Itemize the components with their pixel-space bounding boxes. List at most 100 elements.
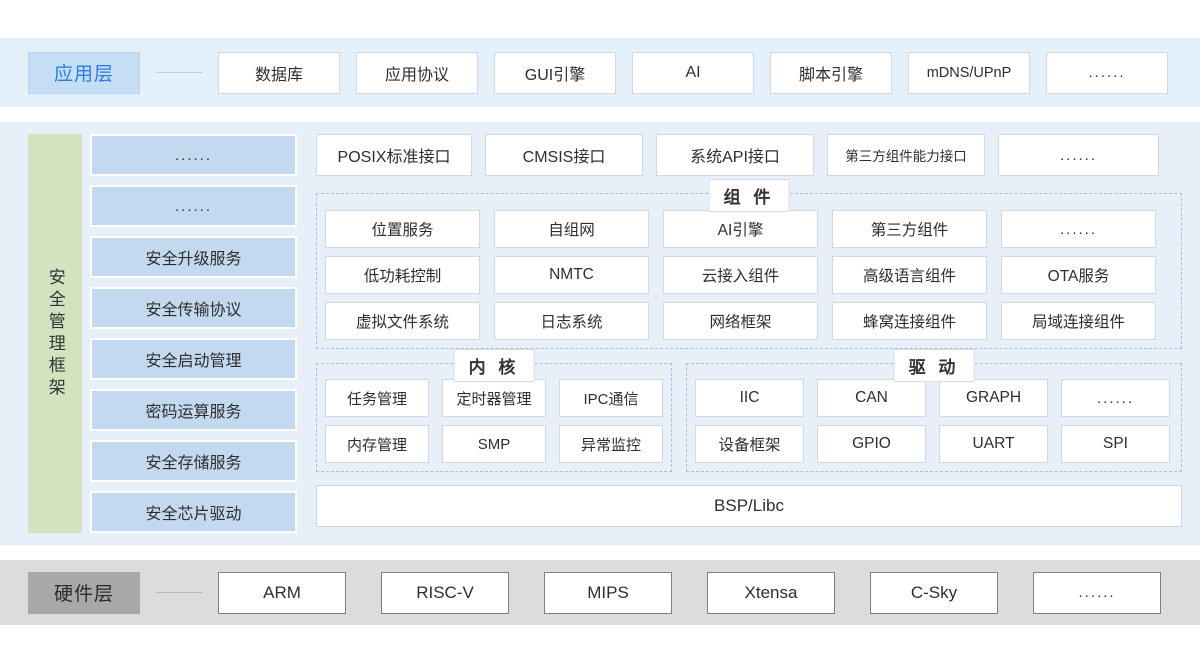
component-log-system[interactable]: 日志系统 <box>494 302 649 340</box>
components-row: 低功耗控制 NMTC 云接入组件 高级语言组件 OTA服务 <box>325 256 1173 294</box>
driver-can[interactable]: CAN <box>817 379 926 417</box>
app-item-app-protocol[interactable]: 应用协议 <box>356 51 478 94</box>
hardware-item-more[interactable]: ...... <box>1033 571 1161 614</box>
driver-label: SPI <box>1103 435 1128 452</box>
hardware-item-mips[interactable]: MIPS <box>544 571 672 614</box>
component-label: 低功耗控制 <box>363 268 442 285</box>
component-label: 自组网 <box>548 222 595 239</box>
security-item-more-2[interactable]: ...... <box>90 185 297 227</box>
component-lan-connection[interactable]: 局域连接组件 <box>1001 302 1156 340</box>
hardware-item-label: RISC-V <box>416 582 474 602</box>
security-item-label: 安全升级服务 <box>145 251 242 268</box>
kernel-label: 任务管理 <box>346 390 407 408</box>
driver-graph[interactable]: GRAPH <box>939 379 1048 417</box>
os-layer-band: 安全管理框架 ...... ...... 安全升级服务 安全传输协议 安全启动管… <box>0 122 1200 545</box>
hardware-item-csky[interactable]: C-Sky <box>870 571 998 614</box>
security-item-label: 安全芯片驱动 <box>145 506 242 523</box>
security-item-upgrade-service[interactable]: 安全升级服务 <box>90 236 297 278</box>
driver-uart[interactable]: UART <box>939 425 1048 463</box>
kernel-task-management[interactable]: 任务管理 <box>325 379 429 417</box>
hardware-item-label: ...... <box>1078 584 1116 601</box>
kernel-timer-management[interactable]: 定时器管理 <box>442 379 546 417</box>
driver-row: 设备框架 GPIO UART SPI <box>695 425 1173 463</box>
hardware-layer-items: ARM RISC-V MIPS Xtensa C-Sky ...... <box>218 571 1161 614</box>
connector-line-app <box>156 72 202 73</box>
hardware-layer-label: 硬件层 <box>53 584 114 605</box>
component-label: OTA服务 <box>1047 268 1110 285</box>
driver-label: ...... <box>1096 389 1134 407</box>
app-item-mdns-upnp[interactable]: mDNS/UPnP <box>908 51 1030 94</box>
hardware-item-label: C-Sky <box>910 582 958 602</box>
app-item-script-engine[interactable]: 脚本引擎 <box>770 51 892 94</box>
security-item-storage-service[interactable]: 安全存储服务 <box>90 440 297 482</box>
bsp-libc-bar[interactable]: BSP/Libc <box>316 485 1182 527</box>
component-network-framework[interactable]: 网络框架 <box>663 302 818 340</box>
component-ota-service[interactable]: OTA服务 <box>1001 256 1156 294</box>
component-location-service[interactable]: 位置服务 <box>325 210 480 248</box>
application-layer-items: 数据库 应用协议 GUI引擎 AI 脚本引擎 mDNS/UPnP ...... <box>218 51 1168 94</box>
component-cellular-connection[interactable]: 蜂窝连接组件 <box>832 302 987 340</box>
kernel-label: 定时器管理 <box>456 390 532 408</box>
driver-group-title: 驱 动 <box>893 349 975 382</box>
api-item-system-api[interactable]: 系统API接口 <box>656 134 814 176</box>
api-item-cmsis[interactable]: CMSIS接口 <box>485 134 643 176</box>
hardware-item-xtensa[interactable]: Xtensa <box>707 571 835 614</box>
driver-spi[interactable]: SPI <box>1061 425 1170 463</box>
kernel-exception-monitor[interactable]: 异常监控 <box>559 425 663 463</box>
kernel-label: 异常监控 <box>580 436 641 454</box>
api-item-third-party-capability[interactable]: 第三方组件能力接口 <box>827 134 985 176</box>
app-item-database[interactable]: 数据库 <box>218 51 340 94</box>
driver-row: IIC CAN GRAPH ...... <box>695 379 1173 417</box>
component-nmtc[interactable]: NMTC <box>494 256 649 294</box>
hardware-item-riscv[interactable]: RISC-V <box>381 571 509 614</box>
kernel-label: IPC通信 <box>583 390 639 408</box>
application-layer-label: 应用层 <box>53 64 114 85</box>
component-virtual-file-system[interactable]: 虚拟文件系统 <box>325 302 480 340</box>
security-item-boot-management[interactable]: 安全启动管理 <box>90 338 297 380</box>
security-item-crypto-service[interactable]: 密码运算服务 <box>90 389 297 431</box>
component-more[interactable]: ...... <box>1001 210 1156 248</box>
driver-device-framework[interactable]: 设备框架 <box>695 425 804 463</box>
driver-iic[interactable]: IIC <box>695 379 804 417</box>
component-label: ...... <box>1059 220 1097 238</box>
components-row: 虚拟文件系统 日志系统 网络框架 蜂窝连接组件 局域连接组件 <box>325 302 1173 340</box>
app-item-label: 应用协议 <box>384 66 449 84</box>
api-item-label: ...... <box>1059 146 1097 164</box>
api-item-label: POSIX标准接口 <box>337 149 451 166</box>
component-third-party[interactable]: 第三方组件 <box>832 210 987 248</box>
component-label: 云接入组件 <box>701 268 780 285</box>
driver-more[interactable]: ...... <box>1061 379 1170 417</box>
api-item-more[interactable]: ...... <box>998 134 1159 176</box>
kernel-ipc-communication[interactable]: IPC通信 <box>559 379 663 417</box>
component-cloud-access[interactable]: 云接入组件 <box>663 256 818 294</box>
component-ai-engine[interactable]: AI引擎 <box>663 210 818 248</box>
api-item-posix[interactable]: POSIX标准接口 <box>316 134 472 176</box>
app-item-gui-engine[interactable]: GUI引擎 <box>494 51 616 94</box>
security-item-transport-protocol[interactable]: 安全传输协议 <box>90 287 297 329</box>
security-management-framework-label: 安全管理框架 <box>45 267 65 400</box>
security-services-column: ...... ...... 安全升级服务 安全传输协议 安全启动管理 密码运算服… <box>90 134 297 533</box>
hardware-layer-tab: 硬件层 <box>28 571 140 614</box>
kernel-memory-management[interactable]: 内存管理 <box>325 425 429 463</box>
component-mesh-network[interactable]: 自组网 <box>494 210 649 248</box>
security-item-label: ...... <box>174 146 212 164</box>
security-item-more-1[interactable]: ...... <box>90 134 297 176</box>
driver-group: 驱 动 IIC CAN GRAPH ...... 设备框架 GPIO UART <box>686 349 1182 472</box>
security-item-label: 密码运算服务 <box>145 404 242 421</box>
component-low-power-control[interactable]: 低功耗控制 <box>325 256 480 294</box>
driver-gpio[interactable]: GPIO <box>817 425 926 463</box>
driver-label: GRAPH <box>965 389 1022 406</box>
hardware-item-label: Xtensa <box>744 582 798 602</box>
app-item-ai[interactable]: AI <box>632 51 754 94</box>
app-item-more[interactable]: ...... <box>1046 51 1168 94</box>
driver-label: IIC <box>739 389 760 406</box>
driver-label: CAN <box>855 389 888 406</box>
components-group-title: 组 件 <box>708 179 790 212</box>
hardware-item-arm[interactable]: ARM <box>218 571 346 614</box>
os-main-column: POSIX标准接口 CMSIS接口 系统API接口 第三方组件能力接口 ....… <box>316 134 1182 527</box>
component-high-level-language[interactable]: 高级语言组件 <box>832 256 987 294</box>
kernel-smp[interactable]: SMP <box>442 425 546 463</box>
security-item-chip-driver[interactable]: 安全芯片驱动 <box>90 491 297 533</box>
component-label: 网络框架 <box>709 314 772 331</box>
